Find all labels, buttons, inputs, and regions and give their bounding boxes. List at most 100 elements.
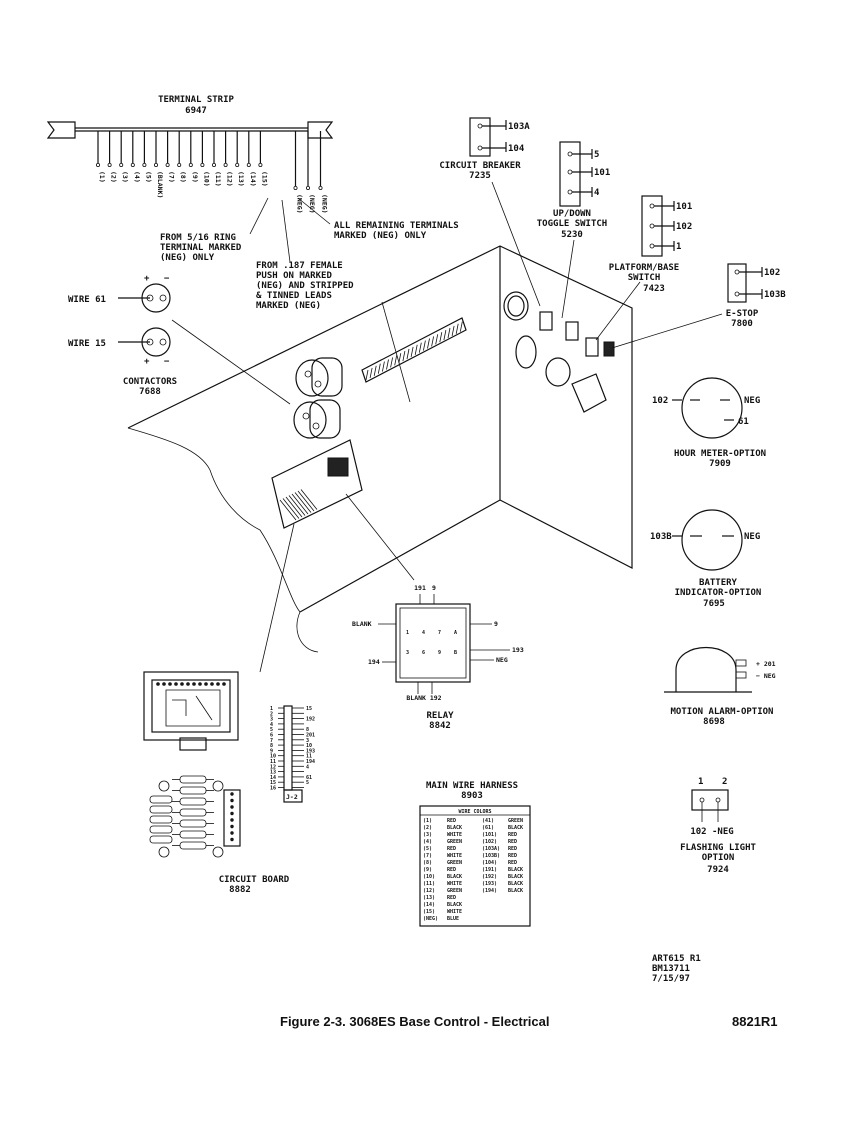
svg-text:8903: 8903 (461, 791, 483, 801)
j2-wire: 3 (306, 738, 309, 744)
harness-wire-color: RED (447, 818, 456, 824)
harness-wire-id: (3) (423, 832, 432, 838)
j2-pin: 7 (270, 738, 273, 744)
harness-wire-id: (103B) (482, 853, 500, 859)
svg-text:+: + (144, 274, 150, 284)
svg-text:RELAY: RELAY (426, 711, 454, 721)
terminal-label: (14) (249, 171, 257, 187)
harness-wire-color: RED (508, 832, 517, 838)
svg-text:7924: 7924 (707, 865, 729, 875)
j2-pin: 8 (270, 743, 273, 749)
svg-text:102: 102 (676, 222, 692, 232)
svg-text:CIRCUIT BREAKER: CIRCUIT BREAKER (439, 161, 521, 171)
relay-pin: 7 (438, 630, 441, 636)
harness-wire-id: (41) (482, 818, 494, 824)
contactors: + − WIRE 61 WIRE 15 + − CONTACTORS 7688 (68, 274, 291, 405)
j2-pin: 9 (270, 748, 273, 754)
svg-text:WIRE 61: WIRE 61 (68, 295, 106, 305)
harness-wire-id: (10) (423, 874, 435, 880)
svg-text:8842: 8842 (429, 721, 451, 731)
j2-pin: 2 (270, 711, 273, 717)
svg-text:61: 61 (738, 417, 749, 427)
harness-wire-id: (11) (423, 881, 435, 887)
svg-text:1: 1 (676, 242, 681, 252)
estop: 102 103B E-STOP 7800 (611, 263, 786, 349)
terminal-strip-part: 6947 (185, 106, 207, 116)
harness-wire-id: (12) (423, 888, 435, 894)
contactor-2 (293, 399, 341, 439)
hour-meter: 102 NEG 61 HOUR METER-OPTION 7909 (652, 377, 766, 469)
svg-text:ART615 R1: ART615 R1 (652, 954, 701, 964)
j2-wire: 5 (306, 780, 309, 786)
svg-text:4: 4 (594, 188, 600, 198)
svg-text:INDICATOR-OPTION: INDICATOR-OPTION (675, 588, 762, 598)
svg-text:9: 9 (494, 620, 498, 628)
svg-text:101: 101 (594, 168, 610, 178)
svg-text:FROM .187 FEMALE: FROM .187 FEMALE (256, 261, 343, 271)
j2-wire: 4 (306, 764, 309, 770)
harness-wire-id: (14) (423, 902, 435, 908)
terminal-label: (11) (214, 171, 222, 187)
relay-pin: 4 (422, 630, 425, 636)
harness-wire-color: GREEN (447, 839, 462, 845)
circuit-board-in-box (271, 439, 363, 529)
enclosure (127, 245, 633, 653)
harness-wire-id: (191) (482, 867, 497, 873)
j2-wire: 10 (306, 743, 312, 749)
terminal-label: (2) (110, 171, 118, 183)
harness-wire-color: BLACK (508, 825, 523, 831)
harness-wire-color: GREEN (447, 860, 462, 866)
svg-text:194: 194 (368, 658, 380, 666)
svg-text:WIRE COLORS: WIRE COLORS (458, 809, 491, 815)
harness-wire-id: (101) (482, 832, 497, 838)
svg-text:TOGGLE SWITCH: TOGGLE SWITCH (537, 219, 607, 229)
harness-wire-id: (13) (423, 895, 435, 901)
j2-wire: 8 (306, 727, 309, 733)
harness-wire-color: BLACK (447, 874, 462, 880)
svg-text:5230: 5230 (561, 230, 583, 240)
contactor-1 (295, 357, 343, 397)
terminal-label: (1) (98, 171, 106, 183)
svg-text:102 -NEG: 102 -NEG (690, 827, 733, 837)
terminal-label: (15) (260, 171, 268, 187)
harness-wire-color: BLACK (508, 874, 523, 880)
harness-pointer (381, 301, 411, 403)
terminal-label: (3) (121, 171, 129, 183)
svg-text:BLANK: BLANK (352, 620, 372, 628)
svg-text:SWITCH: SWITCH (628, 273, 661, 283)
harness-wire-color: RED (447, 846, 456, 852)
svg-text:FLASHING LIGHT: FLASHING LIGHT (680, 843, 756, 853)
terminal-label: (NEG) (321, 194, 329, 214)
harness-wire-color: RED (508, 853, 517, 859)
harness-wire-id: (61) (482, 825, 494, 831)
j2-pin: 4 (270, 722, 273, 728)
harness-wire-color: WHITE (447, 909, 462, 915)
terminal-strip-title: TERMINAL STRIP (158, 95, 234, 105)
harness-wire-color: GREEN (447, 888, 462, 894)
j2-wire: 194 (306, 759, 315, 765)
harness-wire-id: (192) (482, 874, 497, 880)
svg-text:HOUR METER-OPTION: HOUR METER-OPTION (674, 449, 766, 459)
svg-text:8698: 8698 (703, 717, 725, 727)
svg-text:BLANK 192: BLANK 192 (406, 694, 441, 702)
platform-switch: 101 102 1 PLATFORM/BASE SWITCH 7423 (595, 195, 692, 341)
terminal-label: (5) (144, 171, 152, 183)
j2-pin: 16 (270, 786, 276, 792)
art-block: ART615 R1 BM13711 7/15/97 (652, 954, 701, 984)
j2-pin: 15 (270, 780, 276, 786)
svg-text:& TINNED LEADS: & TINNED LEADS (256, 291, 332, 301)
flashing-light: 1 2 102 -NEG FLASHING LIGHT OPTION 7924 (680, 777, 756, 875)
j2-pin: 13 (270, 770, 276, 776)
j2-wire: 193 (306, 748, 315, 754)
harness-wire-color: RED (508, 839, 517, 845)
terminal-label: (NEG) (308, 194, 316, 214)
harness-wire-color: RED (508, 846, 517, 852)
terminal-strip: TERMINAL STRIP 6947 (1)(2)(3)(4)(5)(BLAN… (46, 95, 334, 214)
svg-text:PUSH ON MARKED: PUSH ON MARKED (256, 271, 332, 281)
terminal-label: (8) (179, 171, 187, 183)
svg-text:−: − (164, 357, 170, 367)
harness-wire-color: WHITE (447, 853, 462, 859)
